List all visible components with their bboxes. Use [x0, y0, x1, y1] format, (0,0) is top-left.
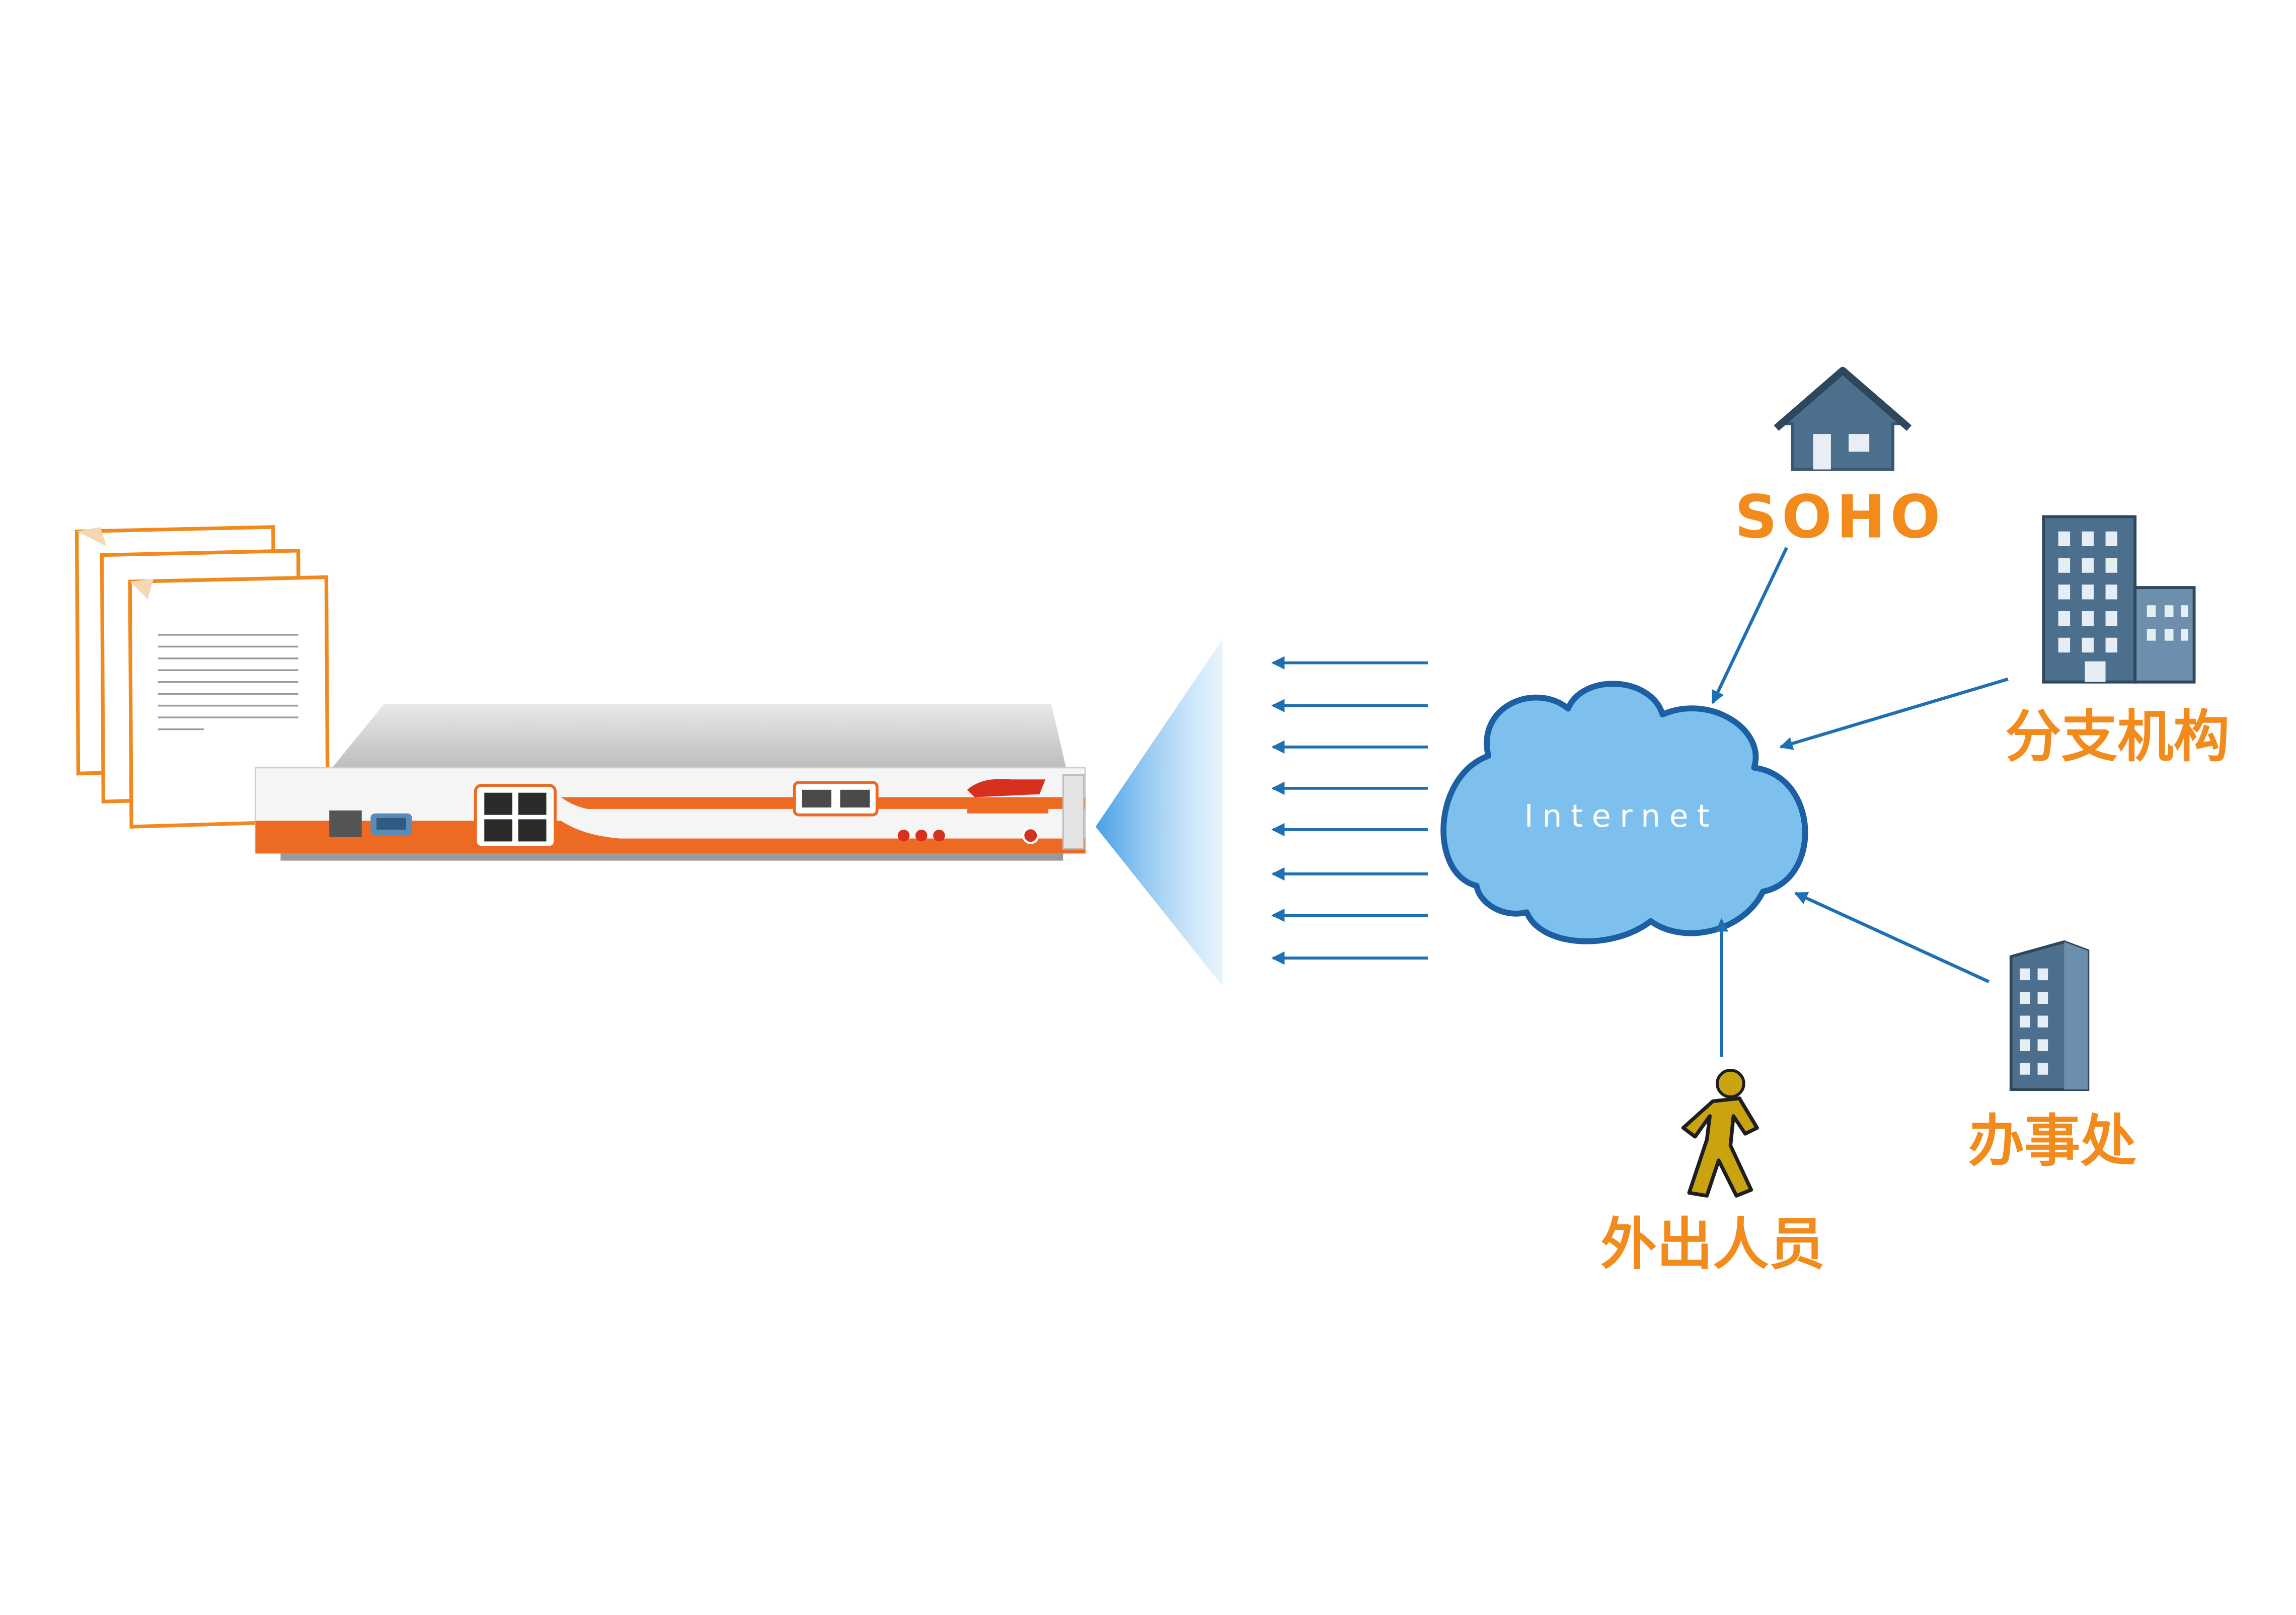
house-icon	[1774, 366, 1912, 471]
office-building-icon	[2042, 515, 2196, 684]
appliance-top-panel	[332, 704, 1066, 768]
appliance-ethernet-ports	[474, 784, 557, 849]
gateway-beam	[1095, 639, 1223, 986]
connector-arrows	[1711, 547, 2009, 1057]
branch-node: 分支机构	[2005, 515, 2230, 769]
office-label: 办事处	[1968, 1109, 2136, 1174]
tower-building-icon	[2009, 940, 2090, 1091]
mobile-label: 外出人员	[1600, 1212, 1825, 1277]
mobile-node: 外出人员	[1600, 1069, 1825, 1277]
internet-cloud: Internet	[1440, 681, 1808, 944]
office-link-arrow	[1794, 892, 1990, 983]
appliance-orange-stripe	[255, 821, 1086, 853]
appliance-rack-ear	[1062, 774, 1085, 850]
walking-person-icon	[1681, 1069, 1759, 1198]
appliance-io-ports	[329, 810, 412, 837]
cloud-icon	[1440, 681, 1808, 944]
appliance-fiber-ports	[793, 781, 879, 817]
branch-link-arrow	[1779, 677, 2009, 750]
soho-node: SOHO	[1735, 366, 1945, 551]
appliance-bottom-rail	[280, 853, 1063, 861]
branch-label: 分支机构	[2005, 704, 2230, 769]
server-appliance	[255, 704, 1086, 861]
cloud-label: Internet	[1524, 798, 1718, 834]
soho-link-arrow	[1711, 547, 1788, 704]
inbound-traffic-arrows	[1271, 656, 1428, 965]
document-page-front	[128, 575, 330, 829]
soho-label: SOHO	[1735, 482, 1945, 551]
appliance-badge	[967, 779, 1048, 814]
appliance-status-leds	[897, 827, 1039, 844]
office-node: 办事处	[1968, 940, 2136, 1174]
document-stack-icon	[74, 525, 330, 829]
power-button	[1022, 827, 1039, 844]
